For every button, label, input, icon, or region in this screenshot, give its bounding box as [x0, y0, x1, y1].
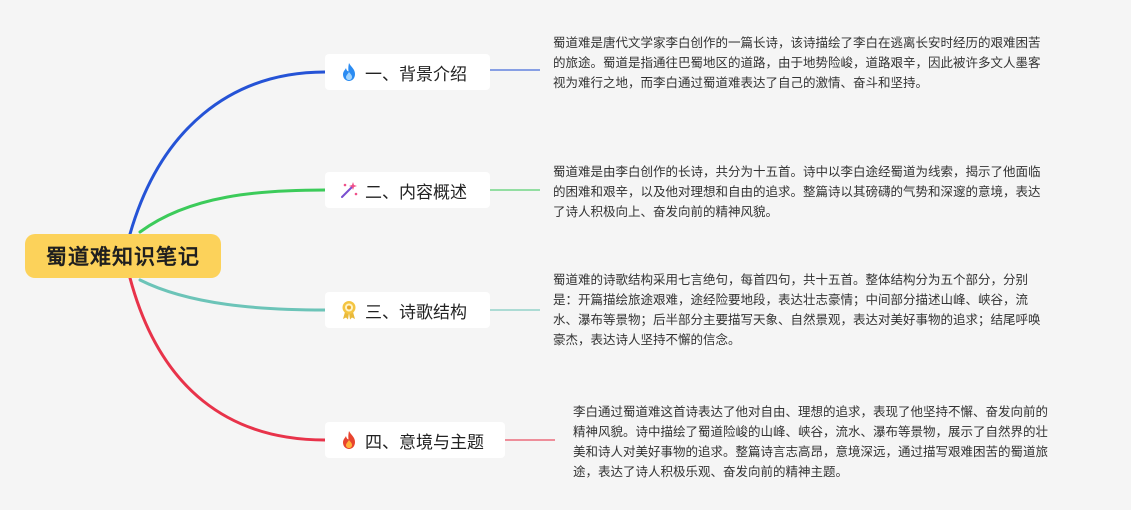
note-theme: 李白通过蜀道难这首诗表达了他对自由、理想的追求，表现了他坚持不懈、奋发向前的精神…	[573, 404, 1049, 479]
topic-structure[interactable]: 三、诗歌结构	[325, 292, 490, 328]
note-background: 蜀道难是唐代文学家李白创作的一篇长诗，该诗描绘了李白在逃离长安时经历的艰难困苦的…	[553, 35, 1041, 90]
topic-structure-label: 三、诗歌结构	[365, 302, 467, 323]
fire-icon	[339, 430, 359, 450]
root-topic-label: 蜀道难知识笔记	[46, 245, 200, 269]
flame-icon	[339, 62, 359, 82]
branch-curve-theme	[128, 276, 327, 442]
note-content: 蜀道难是由李白创作的长诗，共分为十五首。诗中以李白途经蜀道为线索，揭示了他面临的…	[553, 164, 1041, 219]
topic-content-label: 二、内容概述	[365, 182, 467, 203]
topic-theme-label: 四、意境与主题	[365, 432, 484, 453]
branch-curve-content	[138, 188, 327, 234]
topic-background-label: 一、背景介绍	[365, 64, 467, 85]
topic-content[interactable]: 二、内容概述	[325, 172, 490, 208]
sparkle-icon	[339, 180, 359, 200]
award-medal-icon	[339, 300, 359, 320]
note-structure: 蜀道难的诗歌结构采用七言绝句，每首四句，共十五首。整体结构分为五个部分，分别是：…	[553, 272, 1041, 347]
branch-curve-structure	[138, 278, 327, 312]
root-topic[interactable]: 蜀道难知识笔记	[25, 234, 221, 278]
branch-curve-background	[128, 70, 327, 236]
topic-background[interactable]: 一、背景介绍	[325, 54, 490, 90]
topic-theme[interactable]: 四、意境与主题	[325, 422, 505, 458]
